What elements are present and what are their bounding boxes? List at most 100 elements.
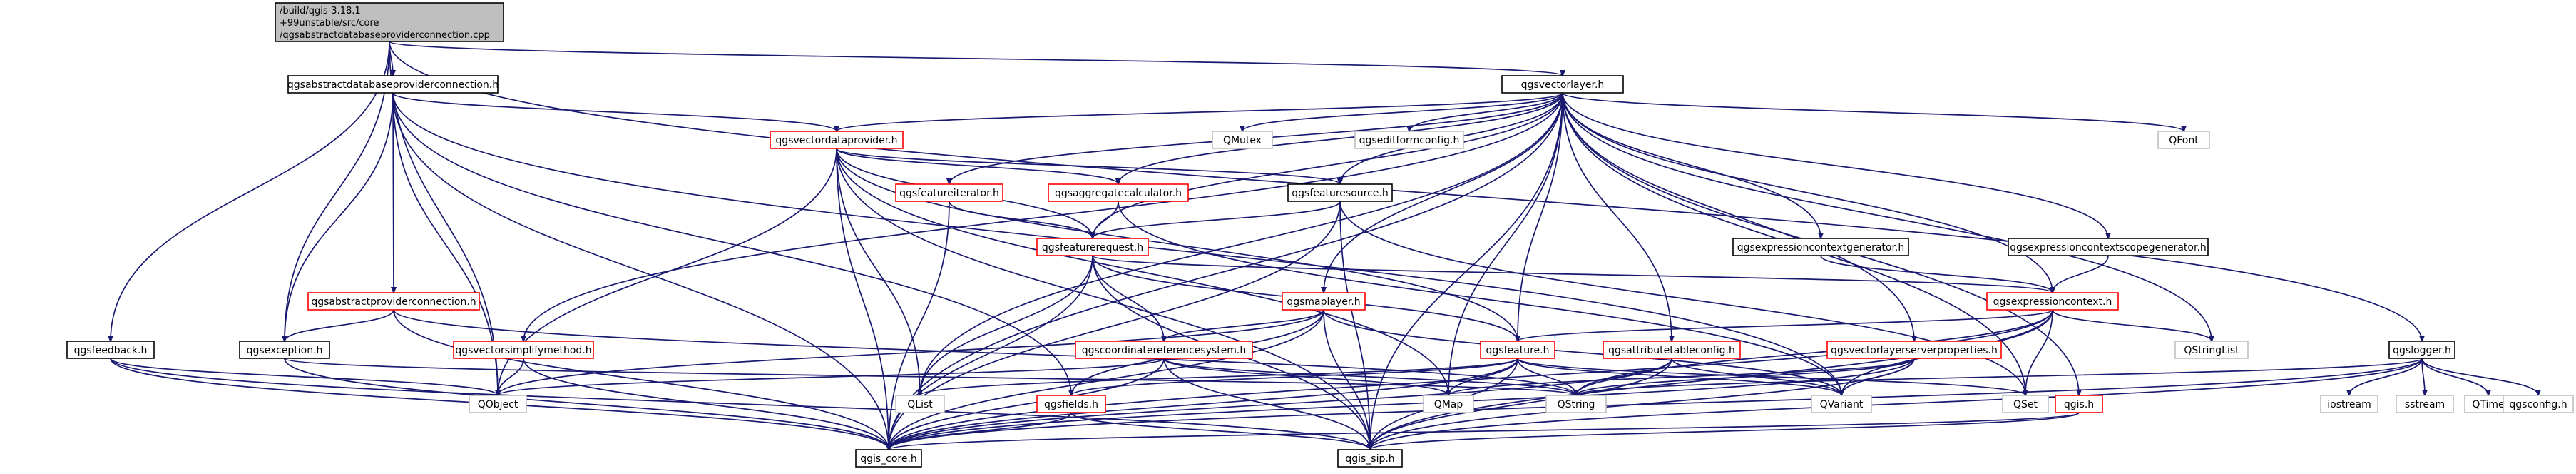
edge-qgsmaplayer_h-to-QObject (498, 309, 1324, 395)
node-label: QStringList (2184, 345, 2239, 356)
edge-qgsfeaturerequest_h-to-QList (920, 255, 1093, 395)
edge-qgsvectorlayer_h-to-QFont (1562, 92, 2184, 131)
edge-qgsfeedback_h-to-qgis_sip_h (110, 358, 1370, 450)
node-sstream: sstream (2396, 395, 2454, 413)
node-box (1603, 341, 1741, 359)
edge-qgsfeaturerequest_h-to-qgsexpressioncontext_h (1092, 255, 2053, 293)
edge-qgscoordinatereferencesystem_h-to-qgis_core_h (889, 358, 1165, 450)
node-qgsfeaturesource-h[interactable]: qgsfeaturesource.h (1287, 183, 1393, 202)
node-qgsfeature-h[interactable]: qgsfeature.h (1480, 341, 1555, 359)
node-qgis-h[interactable]: qgis.h (2055, 395, 2103, 413)
node-qgslogger-h[interactable]: qgslogger.h (2388, 341, 2455, 359)
node-qgsabstractdatabaseproviderconnection-h[interactable]: qgsabstractdatabaseproviderconnection.h (287, 75, 499, 94)
node-qgsfeatureiterator-h[interactable]: qgsfeatureiterator.h (895, 183, 1003, 202)
node-qgsvectorlayerserverproperties-h[interactable]: qgsvectorlayerserverproperties.h (1826, 341, 2002, 359)
edge-qgsfields_h-to-qgis_core_h (889, 412, 1072, 450)
edge-qgsvectorlayer_h-to-QMutex (1242, 92, 1563, 131)
node-box (1826, 341, 2002, 359)
edge-root-to-qgsexception_h (285, 41, 390, 341)
node-box (2002, 395, 2049, 413)
edge-qgsvectorsimplifymethod_h-to-qgis_core_h (523, 358, 889, 450)
edge-qgsfeature_h-to-qgsfields_h (1071, 358, 1518, 395)
root-file-label-line: /build/qgis-3.18.1 (280, 6, 361, 16)
edge-qgsexpressioncontext_h-to-qgis_core_h (889, 309, 2053, 450)
node-qgsfields-h[interactable]: qgsfields.h (1036, 395, 1106, 413)
node-box (1212, 131, 1273, 149)
node-qgsfeedback-h[interactable]: qgsfeedback.h (66, 341, 155, 359)
edge-qgscoordinatereferencesystem_h-to-QString (1163, 358, 1576, 395)
node-qgsexpressioncontext-h[interactable]: qgsexpressioncontext.h (1986, 292, 2119, 311)
node-label: qgis_sip.h (1345, 453, 1394, 465)
node-label: qgsexpressioncontext.h (1993, 296, 2112, 308)
node-qgis-sip-h[interactable]: qgis_sip.h (1337, 449, 1403, 468)
edge-qgsvectorlayer_h-to-qgis_core_h (889, 92, 1563, 450)
edge-qgsexpressioncontext_h-to-qgsfeature_h (1518, 309, 2053, 341)
edge-qgscoordinatereferencesystem_h-to-QObject (498, 358, 1165, 395)
node-QObject: QObject (469, 395, 527, 413)
node-QMap: QMap (1423, 395, 1474, 413)
edge-qgsfeaturesource_h-to-qgis_sip_h (1339, 201, 1370, 450)
node-box (2174, 341, 2249, 359)
edge-qgsfeature_h-to-qgis_core_h (889, 358, 1518, 450)
edge-qgsfeaturerequest_h-to-qgscoordinatereferencesystem_h (1092, 255, 1164, 341)
edge-qgsabstractdatabaseproviderconnection_h-to-QObject (392, 92, 498, 395)
node-box (2503, 395, 2574, 413)
node-QList: QList (895, 395, 945, 413)
node-QString: QString (1545, 395, 1607, 413)
node-qgsvectordataprovider-h[interactable]: qgsvectordataprovider.h (770, 131, 904, 149)
node-box (239, 341, 330, 359)
dependency-nodes: /build/qgis-3.18.1+99unstable/src/core/q… (66, 2, 2574, 468)
node-box (1423, 395, 1474, 413)
node-label: qgsabstractproviderconnection.h (311, 296, 476, 308)
edge-qgsvectorlayer_h-to-qgsexpressioncontextgenerator_h (1562, 92, 1821, 238)
node-box (1287, 183, 1393, 202)
edge-qgslogger_h-to-QString (1576, 358, 2423, 395)
node-label: QTime (2472, 399, 2504, 410)
node-label: QSet (2013, 399, 2038, 410)
node-qgsexception-h[interactable]: qgsexception.h (239, 341, 330, 359)
node-qgsvectorlayer-h[interactable]: qgsvectorlayer.h (1501, 75, 1624, 94)
node-qgscoordinatereferencesystem-h[interactable]: qgscoordinatereferencesystem.h (1075, 341, 1253, 359)
edge-root-to-qgslogger_h (389, 41, 2422, 341)
node-qgis-core-h[interactable]: qgis_core.h (855, 449, 922, 468)
node-label: qgsvectorsimplifymethod.h (455, 345, 591, 356)
edge-qgsexpressioncontext_h-to-QString (1576, 309, 2053, 395)
node-label: qgscoordinatereferencesystem.h (1082, 345, 1247, 356)
node-qgsexpressioncontextgenerator-h[interactable]: qgsexpressioncontextgenerator.h (1732, 238, 1909, 256)
edge-qgslogger_h-to-sstream (2421, 358, 2425, 395)
node-qgseditformconfig-h: qgseditformconfig.h (1354, 131, 1464, 149)
edge-qgsexpressioncontext_h-to-qgis_sip_h (1370, 309, 2053, 450)
node-qgsmaplayer-h[interactable]: qgsmaplayer.h (1282, 292, 1366, 311)
node-box (895, 183, 1003, 202)
node-label: QMap (1434, 399, 1463, 410)
node-qgsvectorsimplifymethod-h[interactable]: qgsvectorsimplifymethod.h (453, 341, 594, 359)
edge-qgsattributetableconfig_h-to-QVariant (1671, 358, 1841, 395)
edge-qgsattributetableconfig_h-to-qgis_core_h (889, 358, 1672, 450)
edge-qgslogger_h-to-QTime (2421, 358, 2488, 395)
node-root[interactable]: /build/qgis-3.18.1+99unstable/src/core/q… (275, 2, 504, 42)
edge-qgsvectordataprovider_h-to-qgsfeaturesource_h (836, 148, 1340, 184)
edge-qgslogger_h-to-iostream (2349, 358, 2423, 395)
edge-qgsvectordataprovider_h-to-QMap (836, 148, 1448, 395)
edge-qgsvectorlayer_h-to-qgsattributetableconfig_h (1562, 92, 1672, 341)
node-label: qgsfeaturesource.h (1292, 188, 1388, 199)
edge-qgsfeedback_h-to-QObject (110, 358, 498, 395)
edge-qgis_h-to-qgis_sip_h (1370, 412, 2080, 450)
node-label: QVariant (1820, 399, 1864, 410)
node-box (469, 395, 527, 413)
edge-qgsfeaturesource_h-to-qgsfeaturerequest_h (1093, 201, 1341, 238)
edge-qgsabstractproviderconnection_h-to-QString (393, 309, 1576, 395)
node-box (2008, 238, 2209, 256)
node-qgsexpressioncontextscopegenerator-h[interactable]: qgsexpressioncontextscopegenerator.h (2008, 238, 2209, 256)
node-qgsattributetableconfig-h[interactable]: qgsattributetableconfig.h (1603, 341, 1741, 359)
node-label: qgsmaplayer.h (1287, 296, 1360, 308)
node-box (1036, 395, 1106, 413)
edge-qgsabstractdatabaseproviderconnection_h-to-qgsexception_h (285, 92, 394, 341)
node-qgsabstractproviderconnection-h[interactable]: qgsabstractproviderconnection.h (307, 292, 480, 311)
node-qgsfeaturerequest-h[interactable]: qgsfeaturerequest.h (1036, 238, 1149, 256)
edge-qgsvectorlayerserverproperties_h-to-QString (1576, 358, 1915, 395)
node-box (66, 341, 155, 359)
edge-qgsexpressioncontext_h-to-QStringList (2052, 309, 2212, 341)
node-qgsaggregatecalculator-h[interactable]: qgsaggregatecalculator.h (1048, 183, 1189, 202)
edge-qgsabstractdatabaseproviderconnection_h-to-qgsabstractproviderconnection_h (393, 92, 394, 293)
